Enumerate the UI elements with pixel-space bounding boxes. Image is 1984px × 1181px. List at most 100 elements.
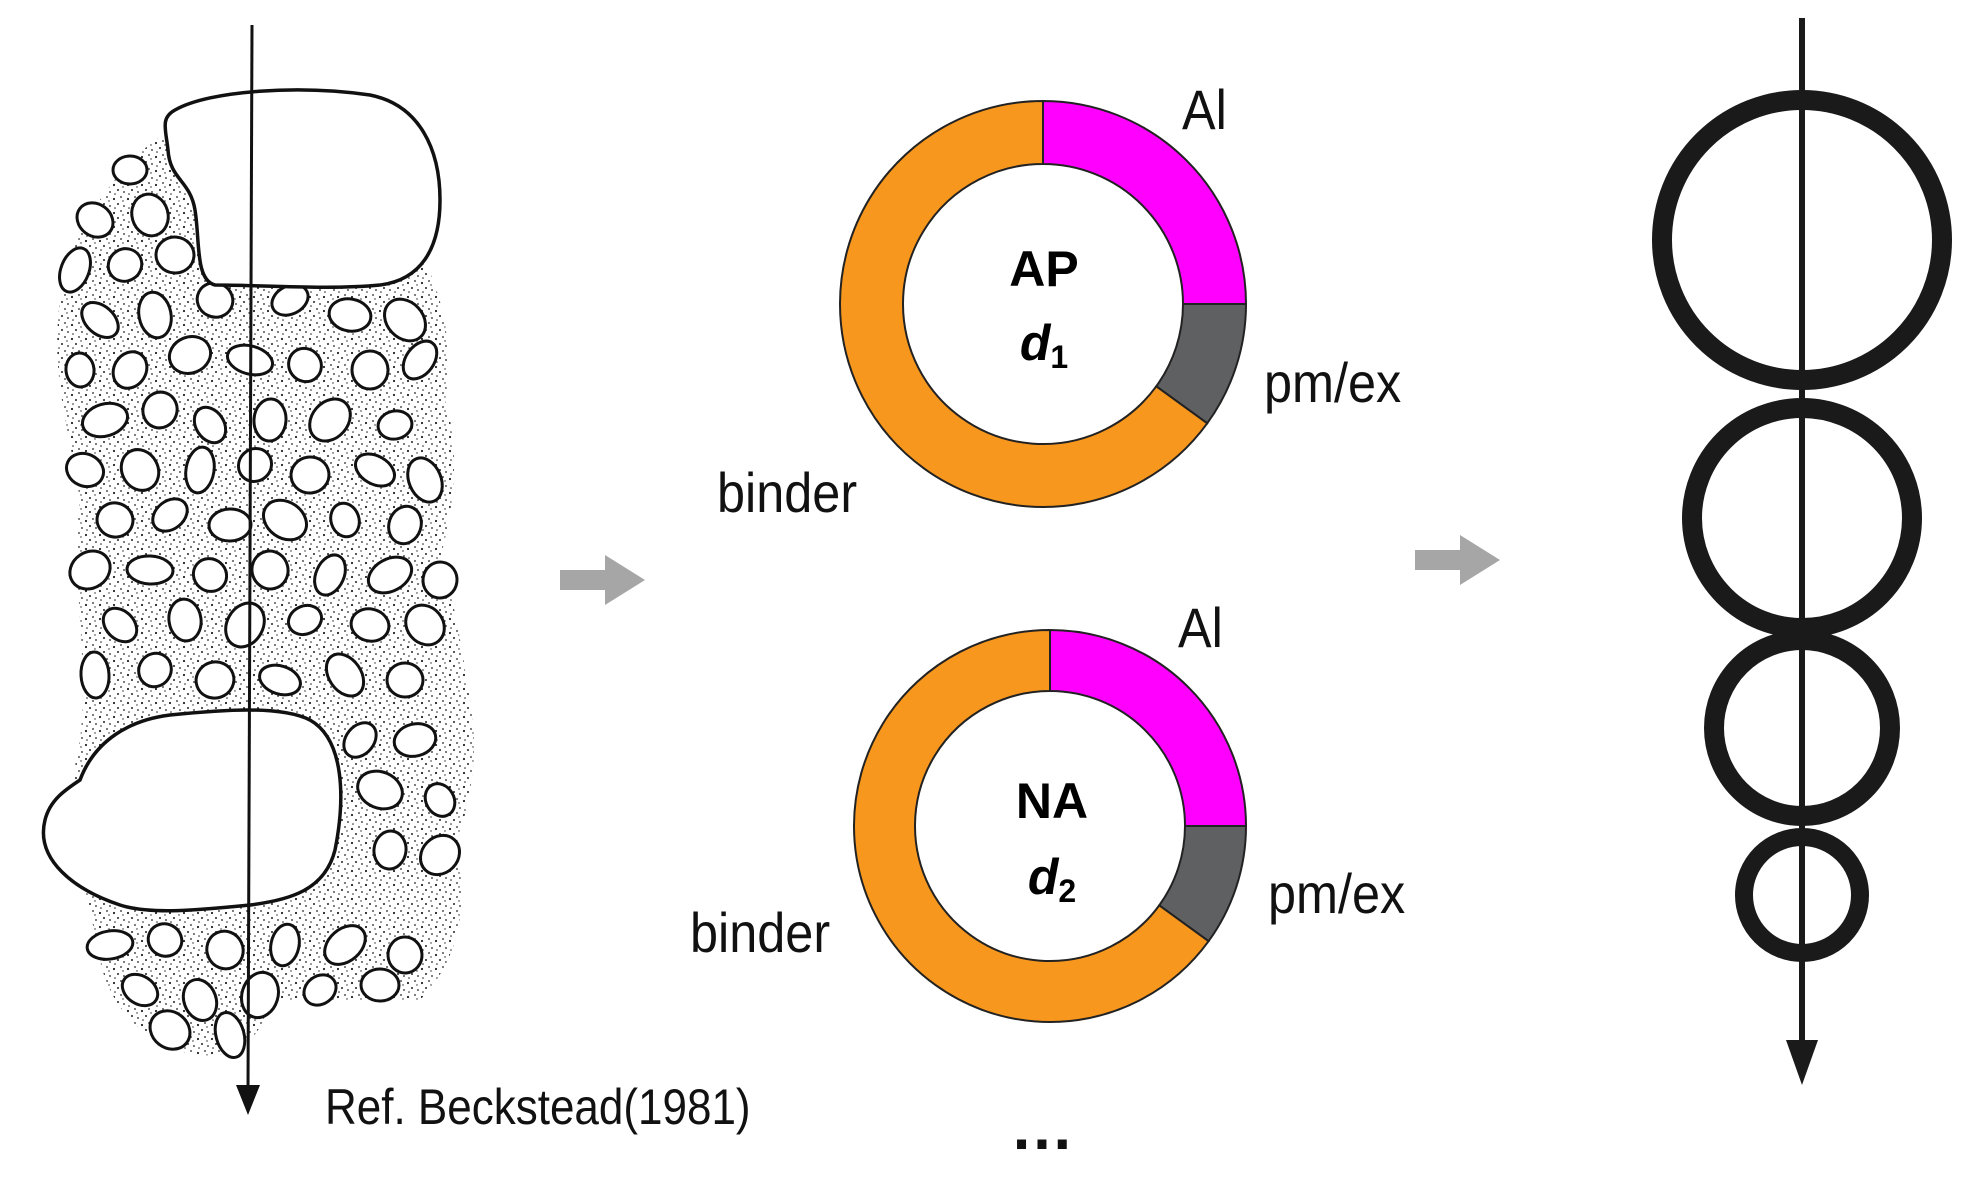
small-particle (423, 782, 457, 818)
donut2-center-label: NA (1015, 773, 1089, 829)
small-particle (81, 401, 129, 439)
small-particle (119, 448, 161, 492)
donut1-label-binder: binder (717, 461, 858, 524)
small-particle (151, 497, 189, 533)
donut-segment-binder (853, 628, 1210, 1023)
small-particle (359, 967, 401, 1003)
small-particle (262, 498, 308, 542)
small-particle (65, 451, 105, 489)
donut2-size-label: d2 (1027, 849, 1077, 909)
small-particle (372, 829, 408, 871)
small-particles (58, 154, 462, 1060)
donut1-size-label: d1 (1019, 315, 1069, 375)
small-particle (349, 607, 391, 643)
small-particle (75, 201, 115, 239)
small-particle (323, 924, 367, 966)
small-particle (250, 549, 290, 591)
small-particle (224, 601, 266, 649)
donut2-label-binder: binder (690, 901, 831, 964)
small-particle (324, 652, 366, 698)
small-particle (146, 922, 184, 958)
small-particle (418, 833, 462, 877)
small-particle (167, 597, 203, 643)
small-particle (130, 192, 170, 238)
small-particle (141, 390, 179, 430)
small-particle (313, 553, 347, 597)
small-particle (101, 606, 139, 644)
small-particle (120, 972, 160, 1008)
small-particle (148, 1009, 192, 1051)
small-particle (383, 297, 427, 343)
burn-path-arrowhead (236, 1085, 260, 1115)
donut-segment-binder (839, 99, 1209, 508)
small-particle (354, 452, 396, 488)
small-particle (68, 549, 112, 591)
small-particle (287, 346, 323, 384)
small-particle (366, 555, 414, 595)
particle-chain (1652, 18, 1952, 1085)
small-particle (95, 501, 135, 539)
small-particle (308, 397, 352, 443)
small-particle (194, 660, 236, 700)
small-particle (80, 301, 120, 339)
donut-chart-na (853, 628, 1248, 1023)
donut1-label-pmex: pm/ex (1264, 351, 1402, 414)
burn-path-line (246, 24, 254, 1091)
small-particle (392, 722, 438, 758)
small-particle (58, 246, 92, 294)
small-particle (106, 247, 144, 283)
small-particle (258, 663, 302, 697)
small-particle (387, 504, 423, 546)
small-particle (213, 1010, 247, 1060)
small-particle (240, 970, 280, 1020)
donut1-label-al: Al (1182, 78, 1227, 141)
donut-segment-al (1049, 628, 1248, 827)
small-particle (329, 501, 361, 539)
small-particle (376, 409, 414, 441)
small-particle (85, 929, 135, 961)
small-particle (356, 769, 404, 811)
small-particle (406, 456, 444, 504)
small-particle (192, 405, 228, 445)
small-particle (327, 297, 373, 333)
continuation-ellipsis: … (1010, 1091, 1082, 1163)
small-particle (404, 603, 446, 647)
reference-citation: Ref. Beckstead(1981) (325, 1079, 751, 1135)
propellant-microstructure-sketch (41, 24, 475, 1115)
small-particle (167, 335, 213, 375)
small-particle (137, 651, 173, 689)
small-particle (205, 929, 245, 971)
small-particle (286, 603, 324, 637)
small-particle (342, 721, 378, 759)
small-particle (111, 154, 149, 186)
donut2-label-al: Al (1178, 596, 1223, 659)
small-particle (64, 351, 96, 389)
small-particle (386, 935, 424, 975)
donut-chart-ap (839, 99, 1248, 508)
small-particle (302, 973, 338, 1007)
large-particle-bottom (41, 708, 343, 913)
small-particle (137, 290, 173, 340)
small-particle (79, 650, 111, 700)
arrow-right-1 (560, 555, 645, 605)
small-particle (252, 397, 288, 443)
small-particle (125, 554, 175, 586)
small-particle (401, 339, 439, 381)
arrow-right-2 (1415, 535, 1500, 585)
chain-axis-arrowhead (1786, 1040, 1818, 1085)
small-particle (181, 978, 219, 1022)
small-particle (421, 560, 459, 600)
small-particle (111, 350, 149, 390)
small-particle (184, 445, 216, 495)
small-particle (350, 349, 390, 391)
small-particle (269, 922, 301, 968)
small-particle (191, 557, 229, 593)
small-particle (207, 507, 253, 543)
small-particle (154, 235, 196, 275)
donut2-label-pmex: pm/ex (1268, 862, 1406, 925)
small-particle (385, 661, 425, 699)
small-particle (236, 447, 274, 483)
donut1-center-label: AP (1009, 241, 1079, 297)
small-particle (289, 455, 331, 495)
